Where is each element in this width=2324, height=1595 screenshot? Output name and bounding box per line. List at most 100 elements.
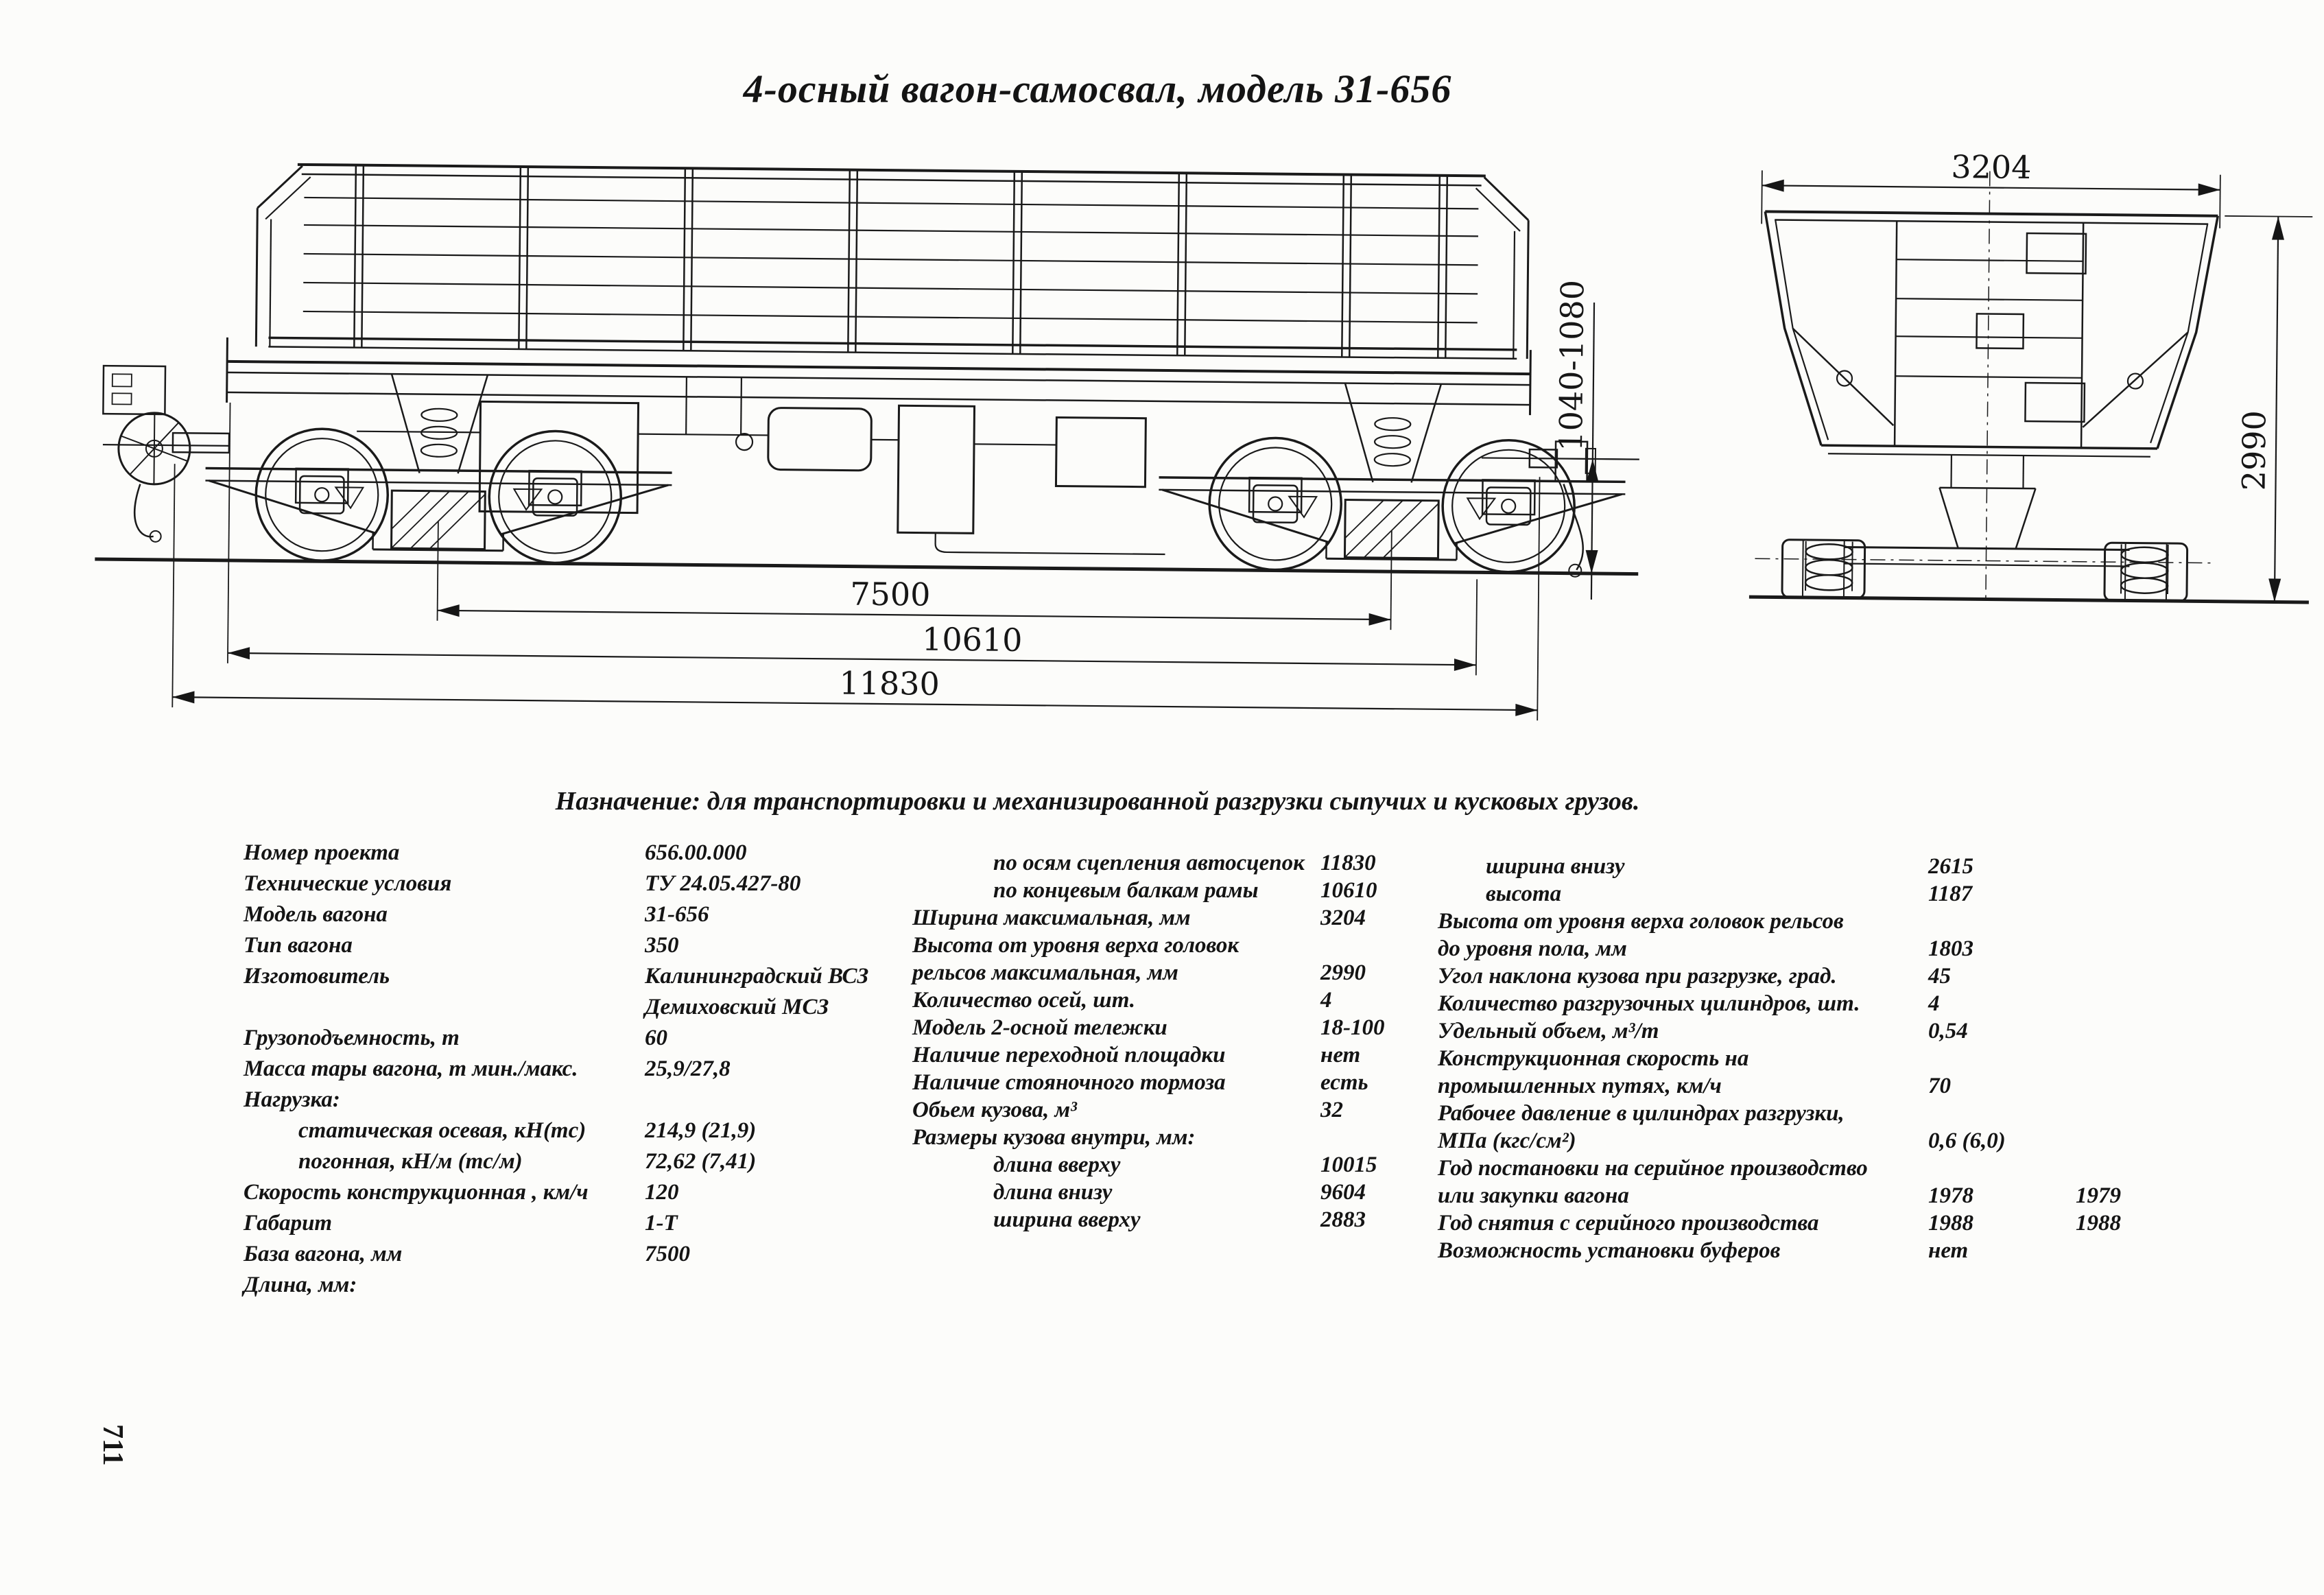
spec-value: Калининградский ВСЗ [645, 964, 869, 989]
page-title: 4-осный вагон-самосвал, модель 31-656 [743, 67, 1452, 111]
spec-row: Длина, мм: [244, 1266, 902, 1297]
spec-row: по концевым балкам рамы 10610 [912, 875, 1447, 902]
dim-end-height-label: 2990 [2235, 410, 2273, 491]
spec-label: Рабочее давление в цилиндрах разгрузки, [1438, 1101, 1845, 1126]
spec-label: Модель вагона [244, 902, 388, 927]
dim-coupler-height-label: 1040-1080 [1552, 280, 1591, 451]
spec-row: промышленных путях, км/ч 70 [1438, 1070, 2302, 1098]
spec-value: 10610 [1320, 878, 1377, 903]
spec-label: Высота от уровня верха головок [912, 933, 1240, 958]
spec-row: Ширина максимальная, мм 3204 [912, 902, 1447, 930]
spec-row: Рабочее давление в цилиндрах разгрузки, [1438, 1098, 2302, 1125]
spec-row: до уровня пола, мм 1803 [1438, 933, 2302, 960]
spec-value: 4 [1320, 988, 1332, 1013]
dim-end-width-label: 3204 [1951, 148, 2032, 186]
dim-frame-length-label: 10610 [922, 621, 1023, 659]
spec-value: 25,9/27,8 [645, 1056, 731, 1081]
spec-label: по осям сцепления автосцепок [993, 851, 1305, 875]
spec-value: 60 [645, 1026, 667, 1050]
spec-label: Количество разгрузочных цилиндров, шт. [1438, 991, 1860, 1016]
spec-row: погонная, кН/м (тс/м) 72,62 (7,41) [244, 1142, 902, 1173]
spec-value: 31-656 [645, 902, 709, 927]
spec-label: Наличие переходной площадки [912, 1043, 1226, 1067]
spec-label: Модель 2-осной тележки [912, 1015, 1167, 1040]
spec-label: Угол наклона кузова при разгрузке, град. [1438, 964, 1837, 989]
spec-row: Нагрузка: [244, 1080, 902, 1111]
spec-label: Тип вагона [244, 933, 353, 958]
spec-row: Угол наклона кузова при разгрузке, град.… [1438, 960, 2302, 988]
spec-value: 45 [1928, 964, 1951, 989]
spec-value: 2615 [1928, 854, 1973, 879]
spec-label: Технические условия [244, 871, 452, 896]
spec-label: Год снятия с серийного производства [1438, 1211, 1819, 1236]
spec-row: Масса тары вагона, т мин./макс.25,9/27,8 [244, 1050, 902, 1080]
spec-value: Демиховский МСЗ [645, 995, 829, 1019]
spec-value: 10015 [1320, 1153, 1377, 1177]
spec-value: 214,9 (21,9) [645, 1118, 757, 1143]
spec-label: Длина, мм: [244, 1273, 357, 1297]
spec-row: Размеры кузова внутри, мм: [912, 1122, 1447, 1149]
spec-label: Высота от уровня верха головок рельсов [1438, 909, 1844, 934]
spec-value: 2883 [1320, 1207, 1366, 1232]
spec-value: 32 [1320, 1098, 1343, 1122]
spec-label: Размеры кузова внутри, мм: [912, 1125, 1196, 1150]
spec-value: 1-Т [645, 1211, 678, 1236]
spec-value: 350 [645, 933, 679, 958]
spec-value: 1978 [1928, 1183, 1973, 1208]
spec-row: Высота от уровня верха головок рельсов [1438, 906, 2302, 933]
spec-row: Количество осей, шт.4 [912, 984, 1447, 1012]
purpose-line: Назначение: для транспортировки и механи… [555, 787, 1640, 816]
spec-row: Технические условия ТУ 24.05.427-80 [244, 864, 902, 895]
spec-value: 3204 [1320, 906, 1366, 930]
spec-value: 2990 [1320, 960, 1366, 985]
spec-label: Скорость конструкционная , км/ч [244, 1180, 589, 1205]
spec-value: 656.00.000 [645, 840, 747, 865]
spec-value: 1187 [1928, 882, 1973, 906]
spec-row: МПа (кгс/см²)0,6 (6,0) [1438, 1125, 2302, 1153]
spec-label: длина внизу [993, 1180, 1113, 1205]
spec-label: до уровня пола, мм [1438, 936, 1627, 961]
spec-value: 0,6 (6,0) [1928, 1129, 2006, 1153]
spec-label: по концевым балкам рамы [993, 878, 1259, 903]
spec-label: статическая осевая, кН(тс) [298, 1118, 586, 1143]
spec-value: 72,62 (7,41) [645, 1149, 757, 1174]
spec-label: Наличие стояночного тормоза [912, 1070, 1226, 1095]
spec-row: Высота от уровня верха головок [912, 930, 1447, 957]
spec-value: нет [1928, 1238, 1969, 1263]
spec-value-2: 1979 [2076, 1183, 2121, 1208]
spec-value: 1803 [1928, 936, 1973, 961]
spec-label: Год постановки на серийное производство [1438, 1156, 1868, 1181]
spec-label: ширина внизу [1486, 854, 1625, 879]
spec-label: Ширина максимальная, мм [912, 906, 1191, 930]
spec-label: промышленных путях, км/ч [1438, 1074, 1722, 1098]
spec-row: Год постановки на серийное производство [1438, 1153, 2302, 1180]
spec-value: ТУ 24.05.427-80 [645, 871, 801, 896]
spec-value: 7500 [645, 1242, 690, 1266]
spec-row: статическая осевая, кН(тс) 214,9 (21,9) [244, 1111, 902, 1142]
spec-label: погонная, кН/м (тс/м) [298, 1149, 523, 1174]
spec-value-2: 1988 [2076, 1211, 2121, 1236]
page-number: 711 [97, 1424, 128, 1466]
spec-row: Демиховский МСЗ [244, 988, 902, 1019]
spec-value: 4 [1928, 991, 1940, 1016]
spec-value: 70 [1928, 1074, 1951, 1098]
